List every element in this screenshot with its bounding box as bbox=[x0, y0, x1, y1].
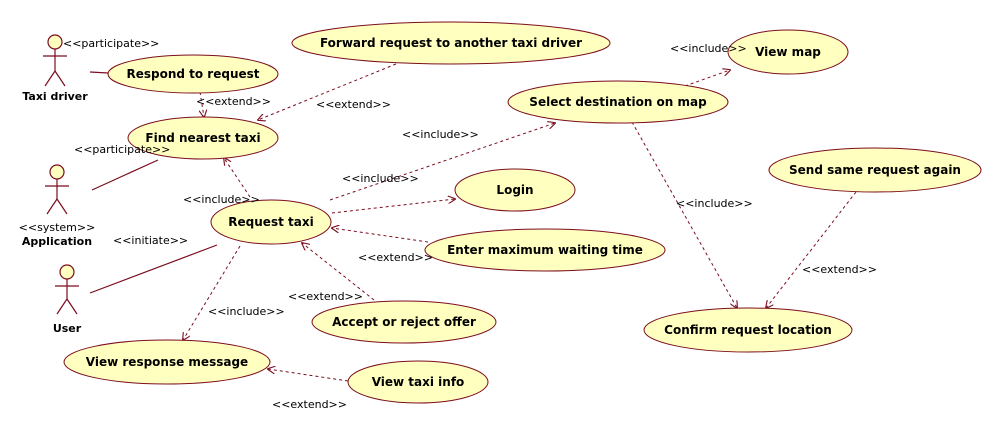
actor-stereotype: <<system>> bbox=[19, 221, 96, 234]
dep-request-find bbox=[224, 158, 251, 198]
usecase-request-taxi[interactable]: Request taxi bbox=[210, 199, 332, 245]
dep-respond-find bbox=[200, 91, 204, 117]
label-extend-accept: <<extend>> bbox=[288, 290, 363, 303]
label-extend-maxwait: <<extend>> bbox=[358, 251, 433, 264]
label-driver-participate: <<participate>> bbox=[63, 37, 159, 50]
dep-forward-find bbox=[258, 63, 397, 120]
usecase-accept-reject-offer[interactable]: Accept or reject offer bbox=[311, 300, 497, 344]
usecase-label: Enter maximum waiting time bbox=[447, 243, 643, 257]
actor-name: User bbox=[53, 322, 82, 335]
label-user-initiate: <<initiate>> bbox=[113, 234, 188, 247]
dep-request-select bbox=[329, 123, 555, 201]
actor-name: Taxi driver bbox=[22, 90, 88, 103]
usecase-label: Select destination on map bbox=[529, 95, 707, 109]
usecase-forward-request[interactable]: Forward request to another taxi driver bbox=[291, 21, 611, 65]
assoc-driver-respond bbox=[89, 71, 109, 74]
dep-sendagain-confirm bbox=[766, 191, 857, 308]
usecase-label: Respond to request bbox=[126, 67, 259, 81]
usecase-label: View response message bbox=[86, 355, 248, 369]
label-extend-forward-find: <<extend>> bbox=[316, 98, 391, 111]
usecase-select-destination[interactable]: Select destination on map bbox=[507, 80, 729, 124]
label-extend-sendagain: <<extend>> bbox=[802, 263, 877, 276]
dep-request-viewresp bbox=[183, 245, 241, 340]
usecase-view-taxi-info[interactable]: View taxi info bbox=[347, 360, 489, 404]
label-include-select-confirm: <<include>> bbox=[676, 197, 753, 210]
usecase-label: Login bbox=[496, 183, 533, 197]
label-app-participate: <<participate>> bbox=[74, 143, 170, 156]
usecase-label: Send same request again bbox=[789, 163, 961, 177]
stick-figure-icon bbox=[43, 34, 67, 87]
dep-select-confirm bbox=[631, 121, 737, 308]
assoc-app-find bbox=[91, 159, 159, 191]
usecase-label: View map bbox=[755, 45, 821, 59]
usecase-label: View taxi info bbox=[372, 375, 465, 389]
usecase-label: Confirm request location bbox=[664, 323, 832, 337]
actor-taxi-driver[interactable]: Taxi driver bbox=[22, 34, 88, 103]
usecase-send-same-request[interactable]: Send same request again bbox=[768, 147, 982, 193]
label-include-select-viewmap: <<include>> bbox=[670, 42, 747, 55]
stick-figure-icon bbox=[55, 264, 79, 315]
usecase-label: Accept or reject offer bbox=[332, 315, 476, 329]
usecase-find-nearest-taxi[interactable]: Find nearest taxi bbox=[127, 116, 279, 160]
usecase-label: Find nearest taxi bbox=[145, 131, 260, 145]
dep-request-login bbox=[331, 199, 455, 214]
stick-figure-icon bbox=[45, 164, 69, 215]
usecase-confirm-request-location[interactable]: Confirm request location bbox=[643, 307, 853, 353]
actor-user[interactable]: User bbox=[53, 264, 82, 335]
label-include-request-find: <<include>> bbox=[183, 193, 260, 206]
label-include-request-viewresp: <<include>> bbox=[208, 305, 285, 318]
label-extend-respond-find: <<extend>> bbox=[196, 95, 271, 108]
usecase-label: Forward request to another taxi driver bbox=[320, 36, 582, 50]
usecase-respond-to-request[interactable]: Respond to request bbox=[107, 54, 279, 94]
dep-select-viewmap bbox=[667, 70, 730, 93]
actor-name: Application bbox=[22, 235, 92, 248]
dep-taxiinfo-viewresp bbox=[268, 369, 349, 382]
usecase-label: Request taxi bbox=[228, 215, 313, 229]
label-include-request-select-top: <<include>> bbox=[402, 128, 479, 141]
usecase-view-map[interactable]: View map bbox=[727, 29, 849, 75]
assoc-user-request bbox=[89, 244, 218, 294]
usecase-view-response-message[interactable]: View response message bbox=[63, 339, 271, 385]
usecase-login[interactable]: Login bbox=[454, 168, 576, 212]
actor-application[interactable]: <<system>> Application bbox=[19, 164, 96, 248]
label-extend-taxiinfo: <<extend>> bbox=[272, 398, 347, 411]
label-include-request-select-mid: <<include>> bbox=[342, 172, 419, 185]
dep-maxwait-request bbox=[332, 228, 429, 243]
usecase-enter-max-waiting-time[interactable]: Enter maximum waiting time bbox=[424, 228, 666, 272]
